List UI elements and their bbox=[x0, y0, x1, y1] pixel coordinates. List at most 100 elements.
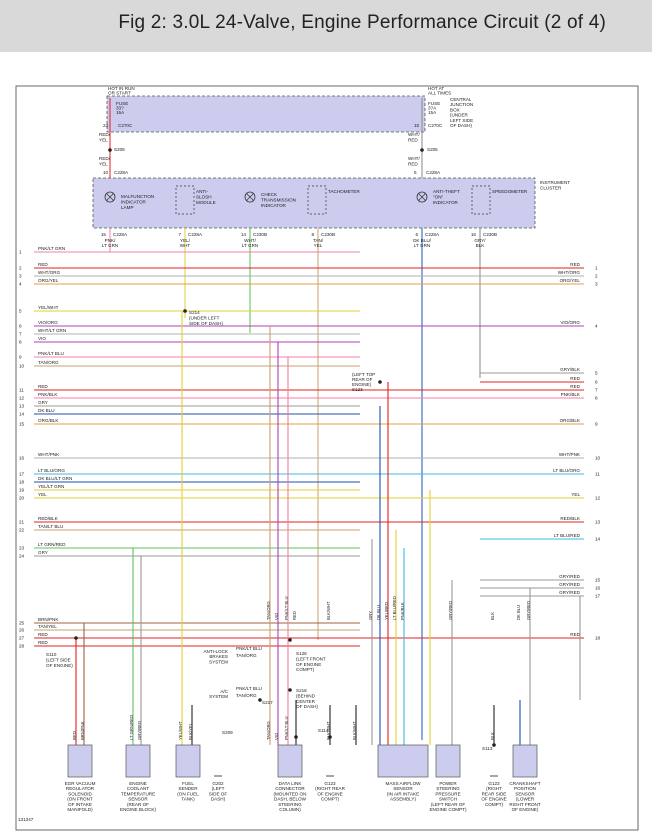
anti-slosh-module-box bbox=[175, 185, 195, 215]
dlc-label: DASH, BELOW bbox=[274, 797, 307, 802]
wire-label-right: WHT/ORG bbox=[558, 270, 581, 275]
s123-label: ENGINE) bbox=[352, 382, 372, 387]
wire-red-yel-a: YEL bbox=[99, 137, 108, 142]
anti-slosh-module-label: SLOSH bbox=[196, 194, 212, 199]
dlc-component bbox=[277, 744, 303, 778]
cluster-pin-wire: LT GRN bbox=[414, 243, 430, 248]
central-junction-box-label: OF DASH) bbox=[450, 123, 472, 128]
row-number-left: 13 bbox=[19, 404, 25, 409]
ckp-component bbox=[512, 744, 538, 778]
mil-label: MALFUNCTION bbox=[121, 194, 154, 199]
indicator-lamp-symbol bbox=[416, 191, 428, 203]
g123b-label: (RIGHT bbox=[486, 786, 502, 791]
cluster-pin-wire: LT GRN bbox=[242, 243, 258, 248]
row-number-left: 24 bbox=[19, 554, 25, 559]
wire-label-left: RED bbox=[38, 640, 48, 645]
g123b-label: COMPT) bbox=[485, 802, 504, 807]
wire-label-right: LT BLU/ORG bbox=[553, 468, 580, 473]
egr-label: (ON FRONT bbox=[67, 797, 93, 802]
wire-label-right: ORG/YEL bbox=[560, 278, 581, 283]
cluster-pin-connector: C230B bbox=[483, 232, 497, 237]
pin-15: 15 bbox=[414, 123, 420, 128]
anti-lock-brakes-system-label: SYSTEM bbox=[209, 659, 228, 664]
row-number-right: 9 bbox=[595, 422, 598, 427]
ect-label: TEMPERATURE bbox=[121, 791, 155, 796]
feed-wires bbox=[109, 98, 481, 740]
anti-theft-indicator-label: INDICATOR bbox=[433, 200, 459, 205]
vertical-wire-label: YEL/WHT bbox=[178, 721, 183, 740]
s214-label: S214 bbox=[189, 310, 200, 315]
wire-label-left: VIO bbox=[38, 336, 46, 341]
row-number-left: 17 bbox=[19, 472, 25, 477]
row-number-left: 6 bbox=[19, 324, 22, 329]
tachometer-box bbox=[307, 185, 327, 215]
splice-dot bbox=[108, 148, 112, 152]
wire-label-left: ORG/YEL bbox=[38, 278, 59, 283]
g123b-label: OF ENGINE bbox=[481, 797, 506, 802]
cluster-pin-connector: C230B bbox=[321, 232, 335, 237]
instrument-cluster-box bbox=[92, 177, 536, 229]
fuse-right-label: 15A bbox=[428, 110, 437, 115]
row-number-right: 7 bbox=[595, 388, 598, 393]
row-number-right: 8 bbox=[595, 396, 598, 401]
splice-dot bbox=[294, 735, 298, 739]
pin-23: 23 bbox=[103, 123, 109, 128]
maf-label: (IN AIR INTAKE bbox=[387, 791, 419, 796]
g202-label: DASH) bbox=[211, 797, 226, 802]
ckp-label: POSITION bbox=[514, 786, 536, 791]
s123-label: REAR OF bbox=[352, 377, 373, 382]
row-number-left: 19 bbox=[19, 488, 25, 493]
vertical-wire-label: DK BLU bbox=[516, 605, 521, 620]
footer-id: 131347 bbox=[18, 817, 34, 822]
row-number-left: 27 bbox=[19, 636, 25, 641]
hot-at-all-times-label: HOT AT bbox=[428, 86, 444, 91]
central-junction-box-label: CENTRAL bbox=[450, 97, 472, 102]
anti-lock-brakes-system-label: ANTI-LOCK bbox=[203, 649, 228, 654]
cluster-pin-wire: YEL bbox=[314, 243, 323, 248]
row-number-right: 4 bbox=[595, 324, 598, 329]
row-number-left: 7 bbox=[19, 332, 22, 337]
central-junction-box-label: BOX bbox=[450, 107, 460, 112]
fuel-label: (ON FUEL bbox=[177, 791, 199, 796]
vertical-wire-label: BLK bbox=[490, 612, 495, 620]
s123-label: (LEFT TOP bbox=[352, 372, 375, 377]
splice-dot bbox=[288, 638, 292, 642]
wire-label-left: GRY bbox=[38, 400, 48, 405]
central-junction-box-label: LEFT SIDE bbox=[450, 118, 473, 123]
vertical-wire-label: BLK/WHT bbox=[352, 721, 357, 740]
wire-label-right: VIO/ORG bbox=[560, 320, 580, 325]
dlc-label: DATA LINK bbox=[279, 781, 303, 786]
anti-theft-indicator-label: ANTI-THEFT bbox=[433, 189, 460, 194]
g202-label: SIDE OF bbox=[209, 791, 228, 796]
indicator-lamp-symbol bbox=[104, 191, 116, 203]
maf-label: SENSOR bbox=[393, 786, 413, 791]
g123a-label: OF ENGINE bbox=[317, 791, 342, 796]
cluster-pin-number: 6 bbox=[415, 232, 418, 237]
wire-label-left: PNK/LT GRN bbox=[38, 246, 65, 251]
vertical-wire-label: GRY bbox=[368, 611, 373, 620]
vertical-wire-label: VIO bbox=[274, 612, 279, 620]
vertical-wire-label: BLK bbox=[490, 732, 495, 740]
hot-in-run-label: HOT IN RUN bbox=[108, 86, 135, 91]
vertical-wire-label: LT GRN/RED bbox=[129, 715, 134, 740]
cluster-pin-connector: C230B bbox=[253, 232, 267, 237]
wire-label-right: YEL bbox=[571, 492, 580, 497]
indicator-lamp-symbol bbox=[244, 191, 256, 203]
wire-label-right: LT BLU/RED bbox=[554, 533, 581, 538]
egr-component bbox=[67, 744, 93, 778]
s110-label: S110 bbox=[46, 652, 57, 657]
s218-label: CENTER bbox=[296, 699, 316, 704]
hot-at-all-times-label: ALL TIMES bbox=[428, 91, 451, 96]
cluster-pin-wire: WHT/ bbox=[244, 238, 256, 243]
row-number-left: 25 bbox=[19, 621, 25, 626]
wire-label-left: GRY bbox=[38, 550, 48, 555]
splice-s205: S205 bbox=[427, 147, 438, 152]
speedometer-box bbox=[471, 185, 491, 215]
g123a-label: G123 bbox=[324, 781, 336, 786]
s214-label: (UNDER LEFT bbox=[189, 315, 220, 320]
splice-dot bbox=[183, 309, 187, 313]
s110-label: OF ENGINE) bbox=[46, 663, 73, 668]
cluster-pin-wire: BLK bbox=[476, 243, 486, 248]
cluster-pin-number: 14 bbox=[241, 232, 247, 237]
maf-component bbox=[377, 744, 429, 778]
